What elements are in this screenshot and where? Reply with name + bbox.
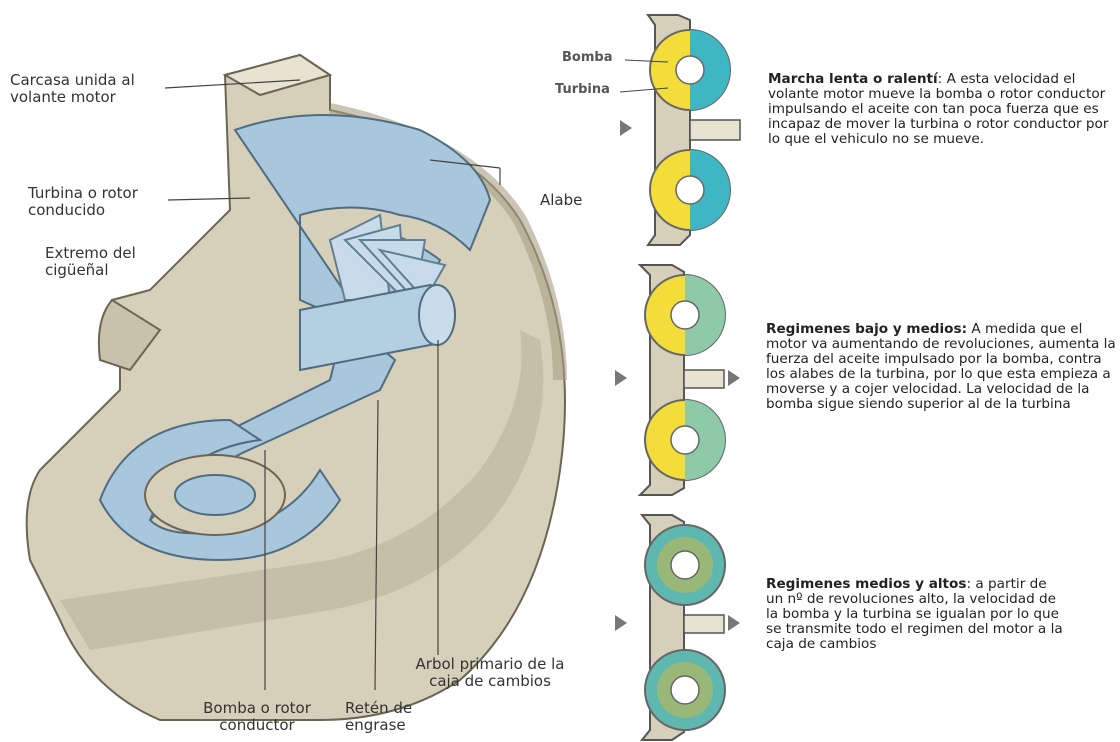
description-title: Regimenes bajo y medios: bbox=[766, 321, 967, 337]
description-title: Regimenes medios y altos bbox=[766, 576, 966, 592]
description-title: Marcha lenta o ralentí bbox=[768, 71, 938, 87]
label-extremo-ciguenal: Extremo del cigüeñal bbox=[45, 245, 136, 279]
label-reten: Retén de engrase bbox=[345, 700, 412, 734]
label-bomba-rotor: Bomba o rotor conductor bbox=[182, 700, 332, 734]
description-ralenti: Marcha lenta o ralentí: A esta velocidad… bbox=[768, 72, 1118, 147]
label-turbina: Turbina bbox=[555, 82, 610, 97]
description-medios-altos: Regimenes medios y altos: a partir de un… bbox=[766, 577, 1066, 652]
label-turbina-rotor: Turbina o rotor conducido bbox=[28, 185, 138, 219]
label-alabe: Alabe bbox=[540, 192, 582, 209]
stage-diagram-ralenti bbox=[620, 15, 740, 245]
stage-diagram-bajo-medios bbox=[615, 265, 740, 495]
label-carcasa: Carcasa unida al volante motor bbox=[10, 72, 135, 106]
description-bajo-medios: Regimenes bajo y medios: A medida que el… bbox=[766, 322, 1116, 412]
label-arbol-primario: Arbol primario de la caja de cambios bbox=[395, 656, 585, 690]
stage-diagram-medios-altos bbox=[615, 515, 740, 740]
label-bomba: Bomba bbox=[562, 50, 612, 65]
